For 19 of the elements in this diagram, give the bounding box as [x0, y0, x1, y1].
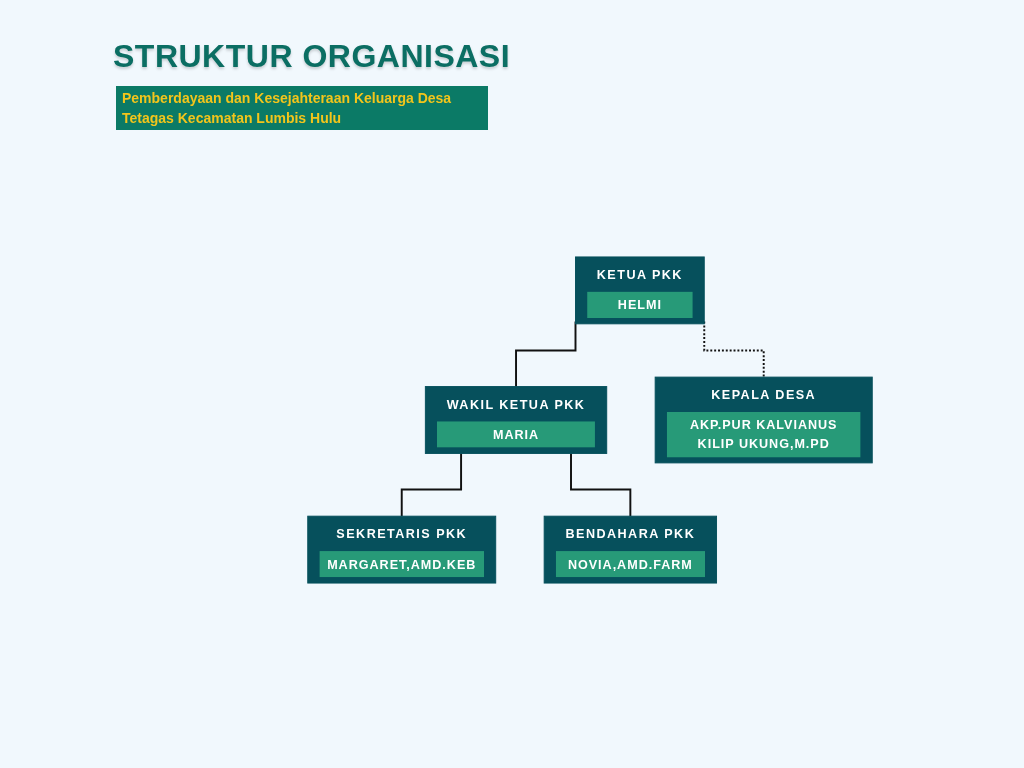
- position-title: KEPALA DESA: [710, 386, 818, 405]
- position-title: SEKRETARIS PKK: [335, 525, 469, 544]
- position-box: [575, 256, 705, 325]
- position-box: [424, 386, 608, 454]
- person-name: MARIA: [437, 420, 596, 448]
- position-title: WAKIL KETUA PKK: [445, 396, 587, 414]
- connector-line: [400, 452, 463, 518]
- person-name: HELMI: [587, 291, 693, 318]
- position-box: [307, 515, 497, 584]
- person-name: AKP.PUR KALVIANUS KILIP UKUNG,M.PD: [666, 411, 861, 458]
- subtitle: Pemberdayaan dan Kesejahteraan Keluarga Desa Tetagas Kecamatan Lumbis Hulu: [116, 86, 488, 130]
- person-name: NOVIA,AMD.FARM: [555, 550, 705, 578]
- position-title: BENDAHARA PKK: [564, 525, 697, 544]
- person-name: MARGARET,AMD.KEB: [319, 550, 485, 578]
- title: STRUKTUR ORGANISASI: [113, 38, 511, 75]
- position-title: KETUA PKK: [595, 266, 684, 285]
- connector-line: [570, 452, 632, 518]
- position-box: [543, 515, 717, 584]
- position-box: [654, 376, 873, 464]
